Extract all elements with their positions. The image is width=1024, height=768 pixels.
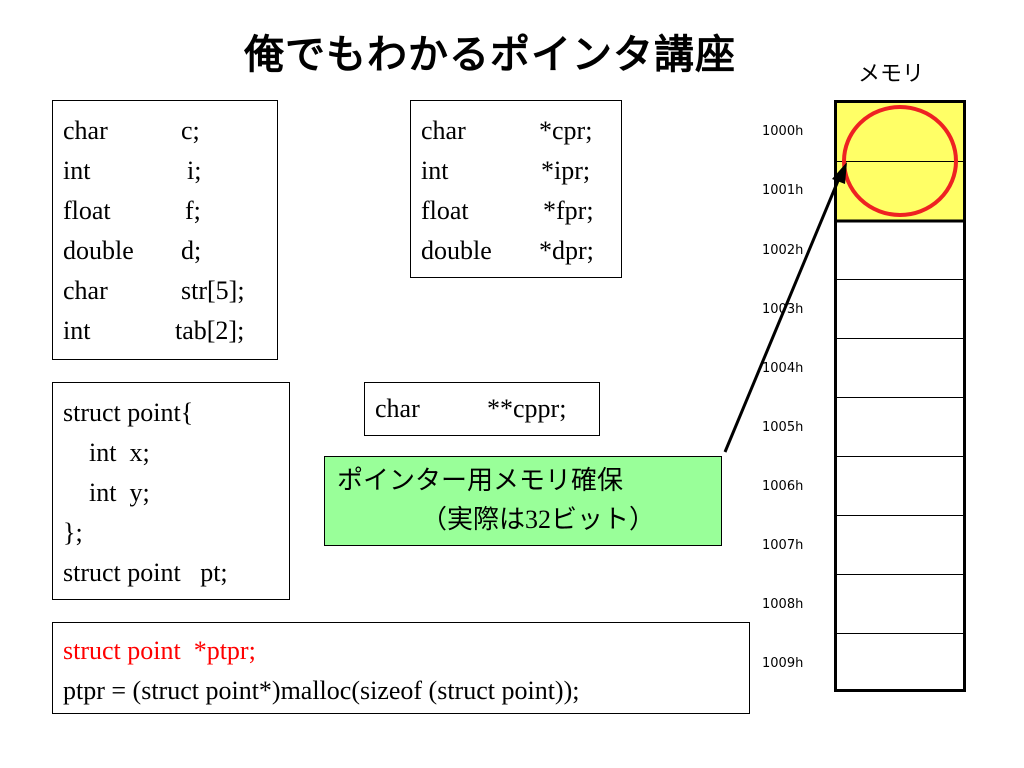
pointers-box: char *cpr; int *ipr; float *fpr; double *dpr… (410, 100, 622, 278)
cppr-row: char **cppr; (375, 389, 599, 429)
ptr-name: *ipr; (541, 156, 591, 185)
var-name: d; (181, 236, 202, 265)
note-line-2: （実際は32ビット） (421, 505, 656, 534)
address-label: 1001h (762, 183, 804, 198)
memory-cell (837, 398, 963, 457)
var-name: c; (181, 116, 200, 145)
var-row: double d; (63, 231, 277, 271)
memory-label: メモリ (858, 62, 925, 87)
var-row: int i; (63, 151, 277, 191)
struct-line: int y; (63, 478, 150, 507)
var-type: double (63, 236, 134, 265)
ptr-name: *cpr; (539, 116, 593, 145)
malloc-box: struct point *ptpr; ptpr = (struct point… (52, 622, 750, 714)
address-label: 1006h (762, 479, 804, 494)
address-label: 1007h (762, 538, 804, 553)
pointer-arrow-line (723, 175, 842, 453)
var-type: char (63, 276, 108, 305)
ptr-type: int (421, 156, 449, 185)
struct-box: struct point{ int x; int y; }; struct po… (52, 382, 290, 600)
pointer-arrowhead (832, 162, 847, 184)
ptr-row: float *fpr; (421, 191, 621, 231)
page-title: 俺でもわかるポインタ講座 (244, 32, 736, 78)
ptr-row: double *dpr; (421, 231, 621, 271)
memory-cell (837, 575, 963, 634)
ptr-row: int *ipr; (421, 151, 621, 191)
memory-cell (837, 280, 963, 339)
struct-line: int x; (63, 438, 150, 467)
address-label: 1000h (762, 124, 804, 139)
var-row: char str[5]; (63, 271, 277, 311)
cppr-type: char (375, 394, 420, 423)
struct-line: struct point{ (63, 398, 194, 427)
var-name: f; (185, 196, 201, 225)
address-label: 1004h (762, 361, 804, 376)
var-name: str[5]; (181, 276, 245, 305)
var-name: tab[2]; (175, 316, 245, 345)
ptr-name: *dpr; (539, 236, 594, 265)
address-label: 1005h (762, 420, 804, 435)
double-pointer-box: char **cppr; (364, 382, 600, 436)
address-label: 1002h (762, 243, 804, 258)
var-type: float (63, 196, 111, 225)
struct-line: }; (63, 518, 83, 547)
ptr-row: char *cpr; (421, 111, 621, 151)
cppr-name: **cppr; (487, 394, 567, 423)
var-row: int tab[2]; (63, 311, 277, 351)
memory-cell (837, 516, 963, 575)
var-name: i; (187, 156, 202, 185)
address-label: 1003h (762, 302, 804, 317)
address-label: 1009h (762, 656, 804, 671)
variables-box: char c; int i; float f; double d; char str[5]… (52, 100, 278, 360)
malloc-statement: ptpr = (struct point*)malloc(sizeof (str… (63, 676, 580, 705)
address-label: 1008h (762, 597, 804, 612)
memory-note-box: ポインター用メモリ確保 （実際は32ビット） (324, 456, 722, 546)
allocation-circle (842, 105, 958, 217)
var-row: float f; (63, 191, 277, 231)
note-line-1: ポインター用メモリ確保 (337, 466, 624, 495)
ptpr-declaration: struct point *ptpr; (63, 636, 256, 665)
struct-line: struct point pt; (63, 558, 228, 587)
ptr-type: char (421, 116, 466, 145)
ptr-type: double (421, 236, 492, 265)
var-type: char (63, 116, 108, 145)
var-type: int (63, 316, 91, 345)
var-row: char c; (63, 111, 277, 151)
memory-cell (837, 457, 963, 516)
memory-cell (837, 221, 963, 280)
ptr-type: float (421, 196, 469, 225)
memory-cell (837, 339, 963, 398)
var-type: int (63, 156, 91, 185)
memory-cell (837, 103, 963, 162)
ptr-name: *fpr; (543, 196, 594, 225)
